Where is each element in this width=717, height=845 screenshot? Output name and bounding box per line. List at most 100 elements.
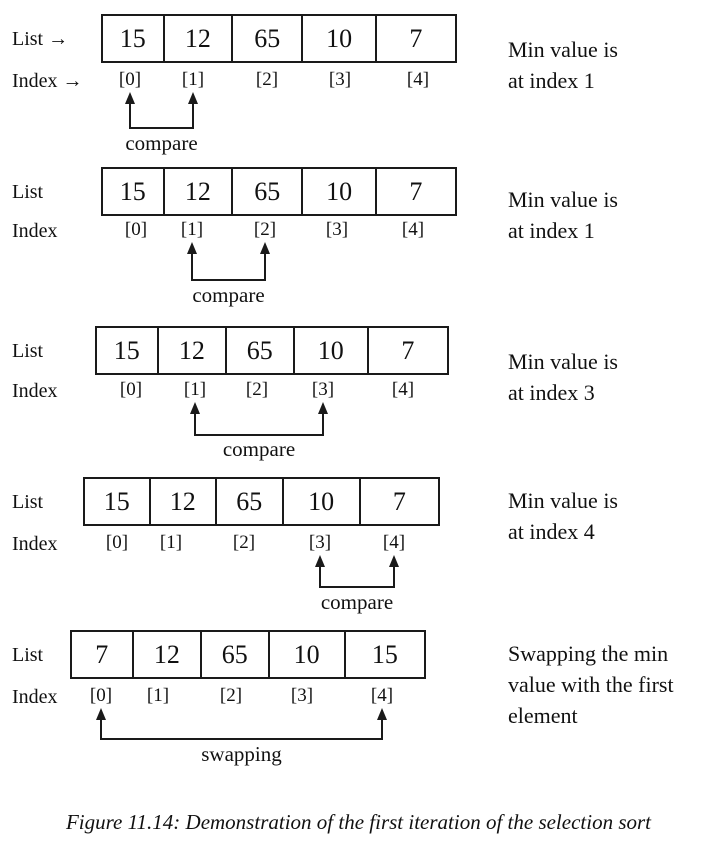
arrowhead-icon <box>377 708 387 720</box>
min-value-note: Min value is <box>508 187 618 212</box>
index-value: [4] <box>401 219 425 240</box>
index-value: [1] <box>159 532 183 553</box>
array-cell: 15 <box>85 479 151 524</box>
index-value: [2] <box>253 219 277 240</box>
arrowhead-icon <box>188 92 198 104</box>
connector-line <box>100 716 383 740</box>
connector-label: compare <box>320 590 394 614</box>
list-label: List <box>12 491 44 513</box>
array-cell: 65 <box>227 328 295 373</box>
array-cell: 7 <box>392 486 406 516</box>
array-cell: 65 <box>202 632 270 677</box>
index-value: [2] <box>245 379 269 400</box>
min-value-note: Swapping the min <box>508 641 669 666</box>
index-value: [3] <box>308 532 332 553</box>
index-value: [4] <box>391 379 415 400</box>
array-cell: 12 <box>165 169 234 214</box>
arrowhead-icon <box>315 555 325 567</box>
index-value: [2] <box>232 532 256 553</box>
array-cell: 7 <box>72 632 134 677</box>
array-cell: 10 <box>284 479 361 524</box>
min-value-note: at index 3 <box>508 380 595 405</box>
index-value: [0] <box>89 685 113 706</box>
connector-line <box>194 410 324 436</box>
index-value: [4] <box>382 532 406 553</box>
list-label: List <box>12 181 44 203</box>
index-value: [0] <box>105 532 129 553</box>
array-cell: 15 <box>103 169 165 214</box>
connector-label: swapping <box>201 742 282 766</box>
index-value: [3] <box>311 379 335 400</box>
list-label: List → <box>12 28 69 50</box>
index-label: Index <box>12 220 58 242</box>
arrowhead-icon <box>318 402 328 414</box>
min-value-note: at index 4 <box>508 519 595 544</box>
array-cell: 12 <box>134 632 203 677</box>
index-value: [3] <box>325 219 349 240</box>
connector-line <box>191 250 266 281</box>
array-cell: 7 <box>409 176 423 206</box>
min-value-note: at index 1 <box>508 68 595 93</box>
min-value-note: element <box>508 703 578 728</box>
index-label: Index → <box>12 70 83 92</box>
min-value-note: at index 1 <box>508 218 595 243</box>
arrowhead-icon <box>125 92 135 104</box>
connector-label: compare <box>222 437 296 461</box>
connector-line <box>129 100 194 129</box>
index-value: [1] <box>183 379 207 400</box>
index-value: [1] <box>181 69 205 90</box>
arrowhead-icon <box>389 555 399 567</box>
array-cell: 10 <box>303 16 377 61</box>
array-cell: 7 <box>409 23 423 53</box>
array-cell: 15 <box>371 639 398 669</box>
index-value: [0] <box>124 219 148 240</box>
list-label: List <box>12 644 44 666</box>
connector-label: compare <box>125 131 198 155</box>
array-cell: 65 <box>233 169 304 214</box>
min-value-note: Min value is <box>508 349 618 374</box>
arrowhead-icon <box>190 402 200 414</box>
min-value-note: Min value is <box>508 488 618 513</box>
index-value: [4] <box>370 685 394 706</box>
index-label: Index <box>12 380 58 402</box>
array-cell: 15 <box>103 16 165 61</box>
index-label: Index <box>12 686 58 708</box>
index-value: [3] <box>328 69 352 90</box>
arrowhead-icon <box>260 242 270 254</box>
list-label: List <box>12 340 44 362</box>
arrowhead-icon <box>187 242 197 254</box>
array-cell: 65 <box>217 479 284 524</box>
index-value: [0] <box>118 69 142 90</box>
index-value: [2] <box>219 685 243 706</box>
index-value: [1] <box>146 685 170 706</box>
array-cell: 12 <box>159 328 228 373</box>
connector-label: compare <box>192 283 265 307</box>
array-cell: 12 <box>151 479 218 524</box>
index-value: [4] <box>406 69 430 90</box>
index-value: [0] <box>119 379 143 400</box>
array-cell: 10 <box>270 632 346 677</box>
index-value: [2] <box>255 69 279 90</box>
connector-line <box>319 563 395 588</box>
array-cell: 10 <box>303 169 377 214</box>
arrowhead-icon <box>96 708 106 720</box>
min-value-note: value with the first <box>508 672 674 697</box>
min-value-note: Min value is <box>508 37 618 62</box>
array-cell: 65 <box>233 16 304 61</box>
array-cell: 15 <box>97 328 159 373</box>
figure-caption: Figure 11.14: Demonstration of the first… <box>65 810 652 834</box>
index-value: [3] <box>290 685 314 706</box>
array-cell: 10 <box>295 328 369 373</box>
array-cell: 7 <box>401 335 415 365</box>
array-cell: 12 <box>165 16 234 61</box>
